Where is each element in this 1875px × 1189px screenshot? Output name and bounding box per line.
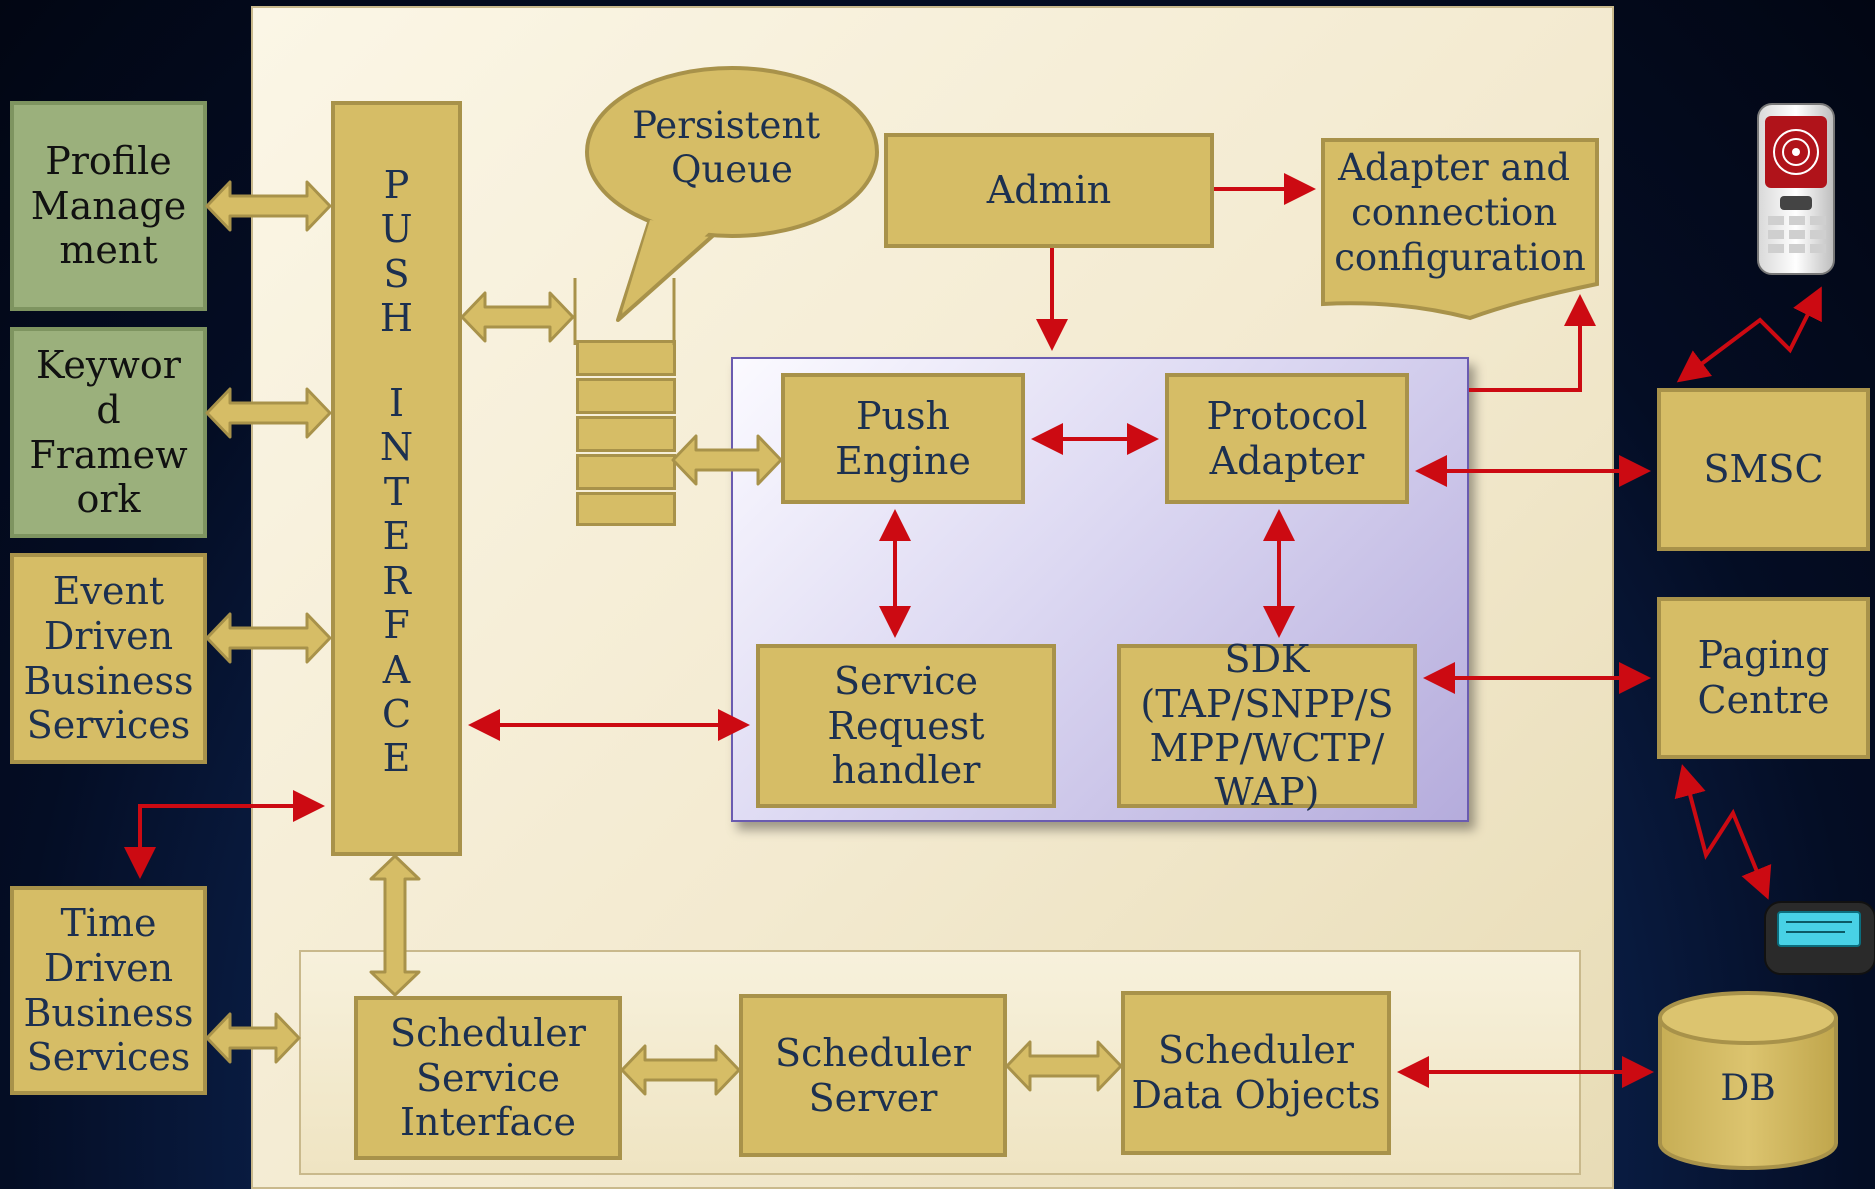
adapter-config-label: Adapter and connection configuration bbox=[1334, 146, 1586, 279]
scheduler-service-interface-label: Scheduler Service Interface bbox=[390, 1010, 586, 1145]
sdk-box: SDK (TAP/SNPP/S MPP/WCTP/ WAP) bbox=[1117, 637, 1417, 814]
push-interface-bar: P U S H I N T E R F A C E bbox=[331, 101, 462, 856]
paging-centre-label: Paging Centre bbox=[1697, 633, 1830, 722]
red-arrows bbox=[124, 173, 1822, 1088]
db-label: DB bbox=[1720, 1068, 1775, 1109]
push-letter: P bbox=[383, 163, 410, 207]
database-cylinder-icon: DB bbox=[1658, 991, 1838, 1170]
scheduler-server-box: Scheduler Server bbox=[739, 994, 1007, 1157]
interface-letter: F bbox=[383, 603, 410, 648]
protocol-adapter-box: Protocol Adapter bbox=[1165, 373, 1409, 504]
gold-double-arrows bbox=[205, 180, 1123, 1096]
time-driven-services-box: Time Driven Business Services bbox=[10, 886, 207, 1095]
sdk-label: SDK (TAP/SNPP/S MPP/WCTP/ WAP) bbox=[1140, 637, 1394, 815]
scheduler-service-interface-box: Scheduler Service Interface bbox=[354, 996, 622, 1160]
event-driven-services-label: Event Driven Business Services bbox=[23, 568, 194, 748]
push-letter: U bbox=[380, 207, 413, 252]
interface-letter: T bbox=[383, 469, 410, 514]
keyword-framework-label: Keywor d Framew ork bbox=[29, 342, 188, 522]
interface-letter: I bbox=[388, 380, 404, 425]
interface-letter: E bbox=[382, 514, 411, 559]
keyword-framework-box: Keywor d Framew ork bbox=[10, 327, 207, 538]
interface-letter: C bbox=[381, 691, 412, 736]
interface-letter: A bbox=[382, 647, 411, 692]
scheduler-server-label: Scheduler Server bbox=[775, 1030, 971, 1120]
mobile-phone-icon bbox=[1757, 103, 1835, 275]
pager-icon bbox=[1764, 901, 1875, 975]
admin-box: Admin bbox=[884, 133, 1214, 248]
scheduler-data-objects-box: Scheduler Data Objects bbox=[1121, 991, 1391, 1155]
service-request-handler-box: Service Request handler bbox=[756, 644, 1056, 808]
admin-label: Admin bbox=[986, 168, 1112, 213]
interface-letter: E bbox=[382, 736, 411, 781]
scheduler-data-objects-label: Scheduler Data Objects bbox=[1131, 1028, 1381, 1117]
interface-letter: R bbox=[382, 558, 411, 603]
persistent-queue-label: Persistent Queue bbox=[632, 104, 832, 191]
protocol-adapter-label: Protocol Adapter bbox=[1206, 393, 1368, 483]
smsc-box: SMSC bbox=[1657, 388, 1870, 551]
push-letter: S bbox=[383, 251, 410, 296]
push-engine-label: Push Engine bbox=[835, 393, 971, 483]
push-engine-box: Push Engine bbox=[781, 373, 1025, 504]
service-request-handler-label: Service Request handler bbox=[827, 658, 985, 793]
push-letter: H bbox=[379, 296, 414, 341]
profile-management-box: Profile Manage ment bbox=[10, 101, 207, 311]
persistent-queue-callout: Persistent Queue bbox=[585, 66, 879, 322]
time-driven-services-label: Time Driven Business Services bbox=[23, 900, 194, 1080]
event-driven-services-box: Event Driven Business Services bbox=[10, 553, 207, 764]
profile-management-label: Profile Manage ment bbox=[30, 138, 187, 273]
paging-centre-box: Paging Centre bbox=[1657, 597, 1870, 759]
queue-stack bbox=[576, 340, 676, 526]
adapter-config-document: Adapter and connection configuration bbox=[1321, 138, 1599, 321]
interface-letter: N bbox=[379, 425, 414, 470]
smsc-label: SMSC bbox=[1703, 447, 1824, 492]
